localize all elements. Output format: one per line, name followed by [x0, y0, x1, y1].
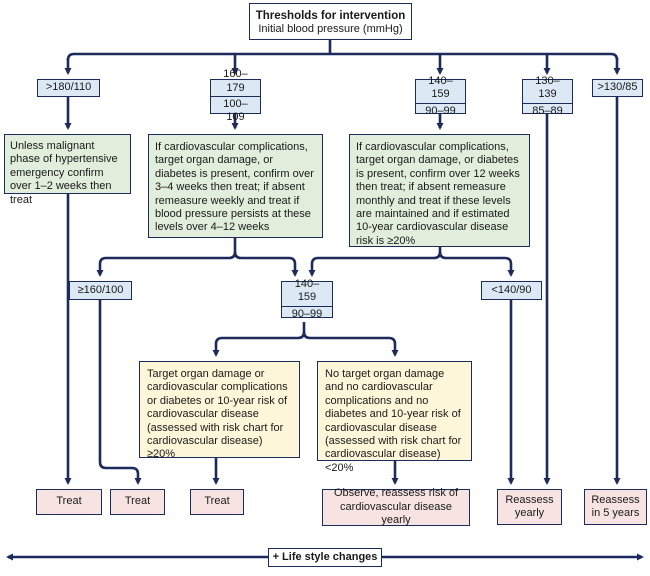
- systolic-range: 160–179: [211, 68, 260, 97]
- diastolic-range: 100–109: [223, 98, 248, 124]
- followup-lt140-90: <140/90: [481, 281, 542, 300]
- outcome-reassess-5-years: Reassess in 5 years: [584, 489, 647, 525]
- action-gt180: Unless malignant phase of hypertensive e…: [4, 134, 131, 206]
- thresholds-title: Thresholds for intervention: [255, 10, 406, 22]
- diastolic-range: 85–89: [532, 104, 563, 117]
- diastolic-range: 90–99: [291, 307, 323, 320]
- risk-high-criteria: Target organ damage or cardiovascular co…: [139, 361, 300, 460]
- action2-merge: [96, 237, 237, 277]
- action2-to-140: [233, 251, 299, 277]
- outcome-treat-2: Treat: [110, 489, 165, 515]
- split-to-high-risk: [212, 322, 306, 357]
- threshold-gt130-85: >130/85: [592, 79, 643, 97]
- outcome-treat-3: Treat: [190, 489, 244, 515]
- distribution-bar: [66, 52, 619, 61]
- action-140-159: If cardiovascular complications, target …: [349, 134, 530, 247]
- lifestyle-changes-box: + Life style changes: [268, 548, 382, 567]
- systolic-range: 140–159: [416, 75, 465, 104]
- action3-merge: [308, 246, 442, 277]
- diastolic-range: 90–99: [425, 104, 456, 117]
- split-to-low-risk: [302, 331, 399, 357]
- action-160-179: If cardiovascular complications, target …: [148, 134, 323, 238]
- outcome-observe: Observe, reassess risk of cardiovascular…: [322, 487, 470, 526]
- systolic-range: 140–159: [282, 278, 332, 307]
- followup-ge160-100: ≥160/100: [69, 281, 132, 300]
- thresholds-title-box: Thresholds for intervention Initial bloo…: [249, 3, 412, 40]
- thresholds-subtitle: Initial blood pressure (mmHg): [258, 23, 403, 36]
- threshold-gt180-110: >180/110: [37, 79, 100, 97]
- arrow-ge160-to-treat: [98, 299, 142, 485]
- systolic-range: 130–139: [523, 75, 572, 104]
- action3-to-lt140: [438, 251, 515, 277]
- outcome-treat-1: Treat: [36, 489, 102, 515]
- outcome-reassess-yearly: Reassess yearly: [497, 489, 562, 525]
- risk-low-criteria: No target organ damage and no cardiovasc…: [317, 361, 472, 474]
